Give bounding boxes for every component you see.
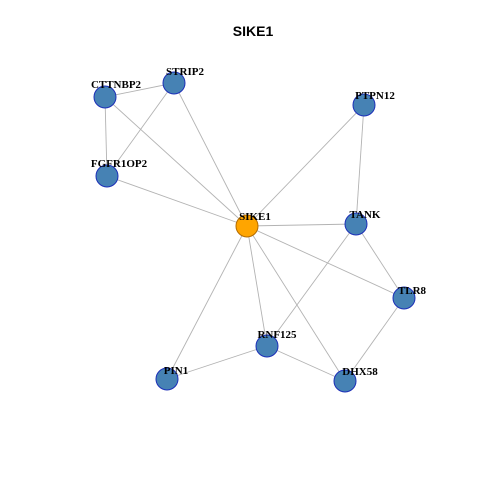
edge-strip2-fgfr1op2 [106,82,175,177]
node-label-tank: TANK [350,209,381,221]
node-circle-fgfr1op2 [95,164,119,188]
edge-tank-rnf125 [266,223,357,347]
node-label-tlr8: TLR8 [398,285,427,297]
node-strip2: STRIP2 [162,66,204,95]
node-circle-sike1 [235,214,259,238]
edge-sike1-dhx58 [246,225,346,382]
edge-rnf125-pin1 [166,345,268,380]
edge-cttnbp2-fgfr1op2 [104,96,108,177]
node-circle-cttnbp2 [93,85,117,109]
edge-tlr8-dhx58 [344,297,405,382]
edge-layer [104,82,405,382]
edge-sike1-tank [246,223,357,227]
node-dhx58: DHX58 [333,366,378,393]
node-tlr8: TLR8 [392,285,427,310]
node-circle-rnf125 [255,334,279,358]
edge-tank-tlr8 [355,223,405,299]
edge-cttnbp2-sike1 [104,96,248,227]
node-label-cttnbp2: CTTNBP2 [91,79,142,91]
node-circle-pin1 [155,367,179,391]
edge-ptpn12-tank [355,104,365,225]
node-pin1: PIN1 [155,365,188,391]
node-circle-tank [344,212,368,236]
graph-title: SIKE1 [233,23,274,39]
edge-sike1-rnf125 [246,225,268,347]
node-tank: TANK [344,209,381,236]
edge-sike1-pin1 [166,225,248,380]
node-label-fgfr1op2: FGFR1OP2 [91,158,148,170]
edge-cttnbp2-strip2 [104,82,175,98]
edge-fgfr1op2-sike1 [106,175,248,227]
node-fgfr1op2: FGFR1OP2 [91,158,148,188]
node-ptpn12: PTPN12 [352,90,395,117]
node-circle-dhx58 [333,369,357,393]
edge-sike1-tlr8 [246,225,405,299]
node-label-rnf125: RNF125 [257,329,297,341]
node-cttnbp2: CTTNBP2 [91,79,142,109]
node-circle-ptpn12 [352,93,376,117]
node-circle-tlr8 [392,286,416,310]
node-label-strip2: STRIP2 [166,66,204,78]
node-label-pin1: PIN1 [164,365,188,377]
edge-ptpn12-sike1 [246,104,365,227]
node-label-dhx58: DHX58 [342,366,378,378]
node-label-ptpn12: PTPN12 [355,90,395,102]
edge-strip2-sike1 [173,82,248,227]
edge-rnf125-dhx58 [266,345,346,382]
node-circle-strip2 [162,71,186,95]
node-rnf125: RNF125 [255,329,297,358]
node-sike1: SIKE1 [235,211,271,238]
node-label-sike1: SIKE1 [239,211,271,223]
